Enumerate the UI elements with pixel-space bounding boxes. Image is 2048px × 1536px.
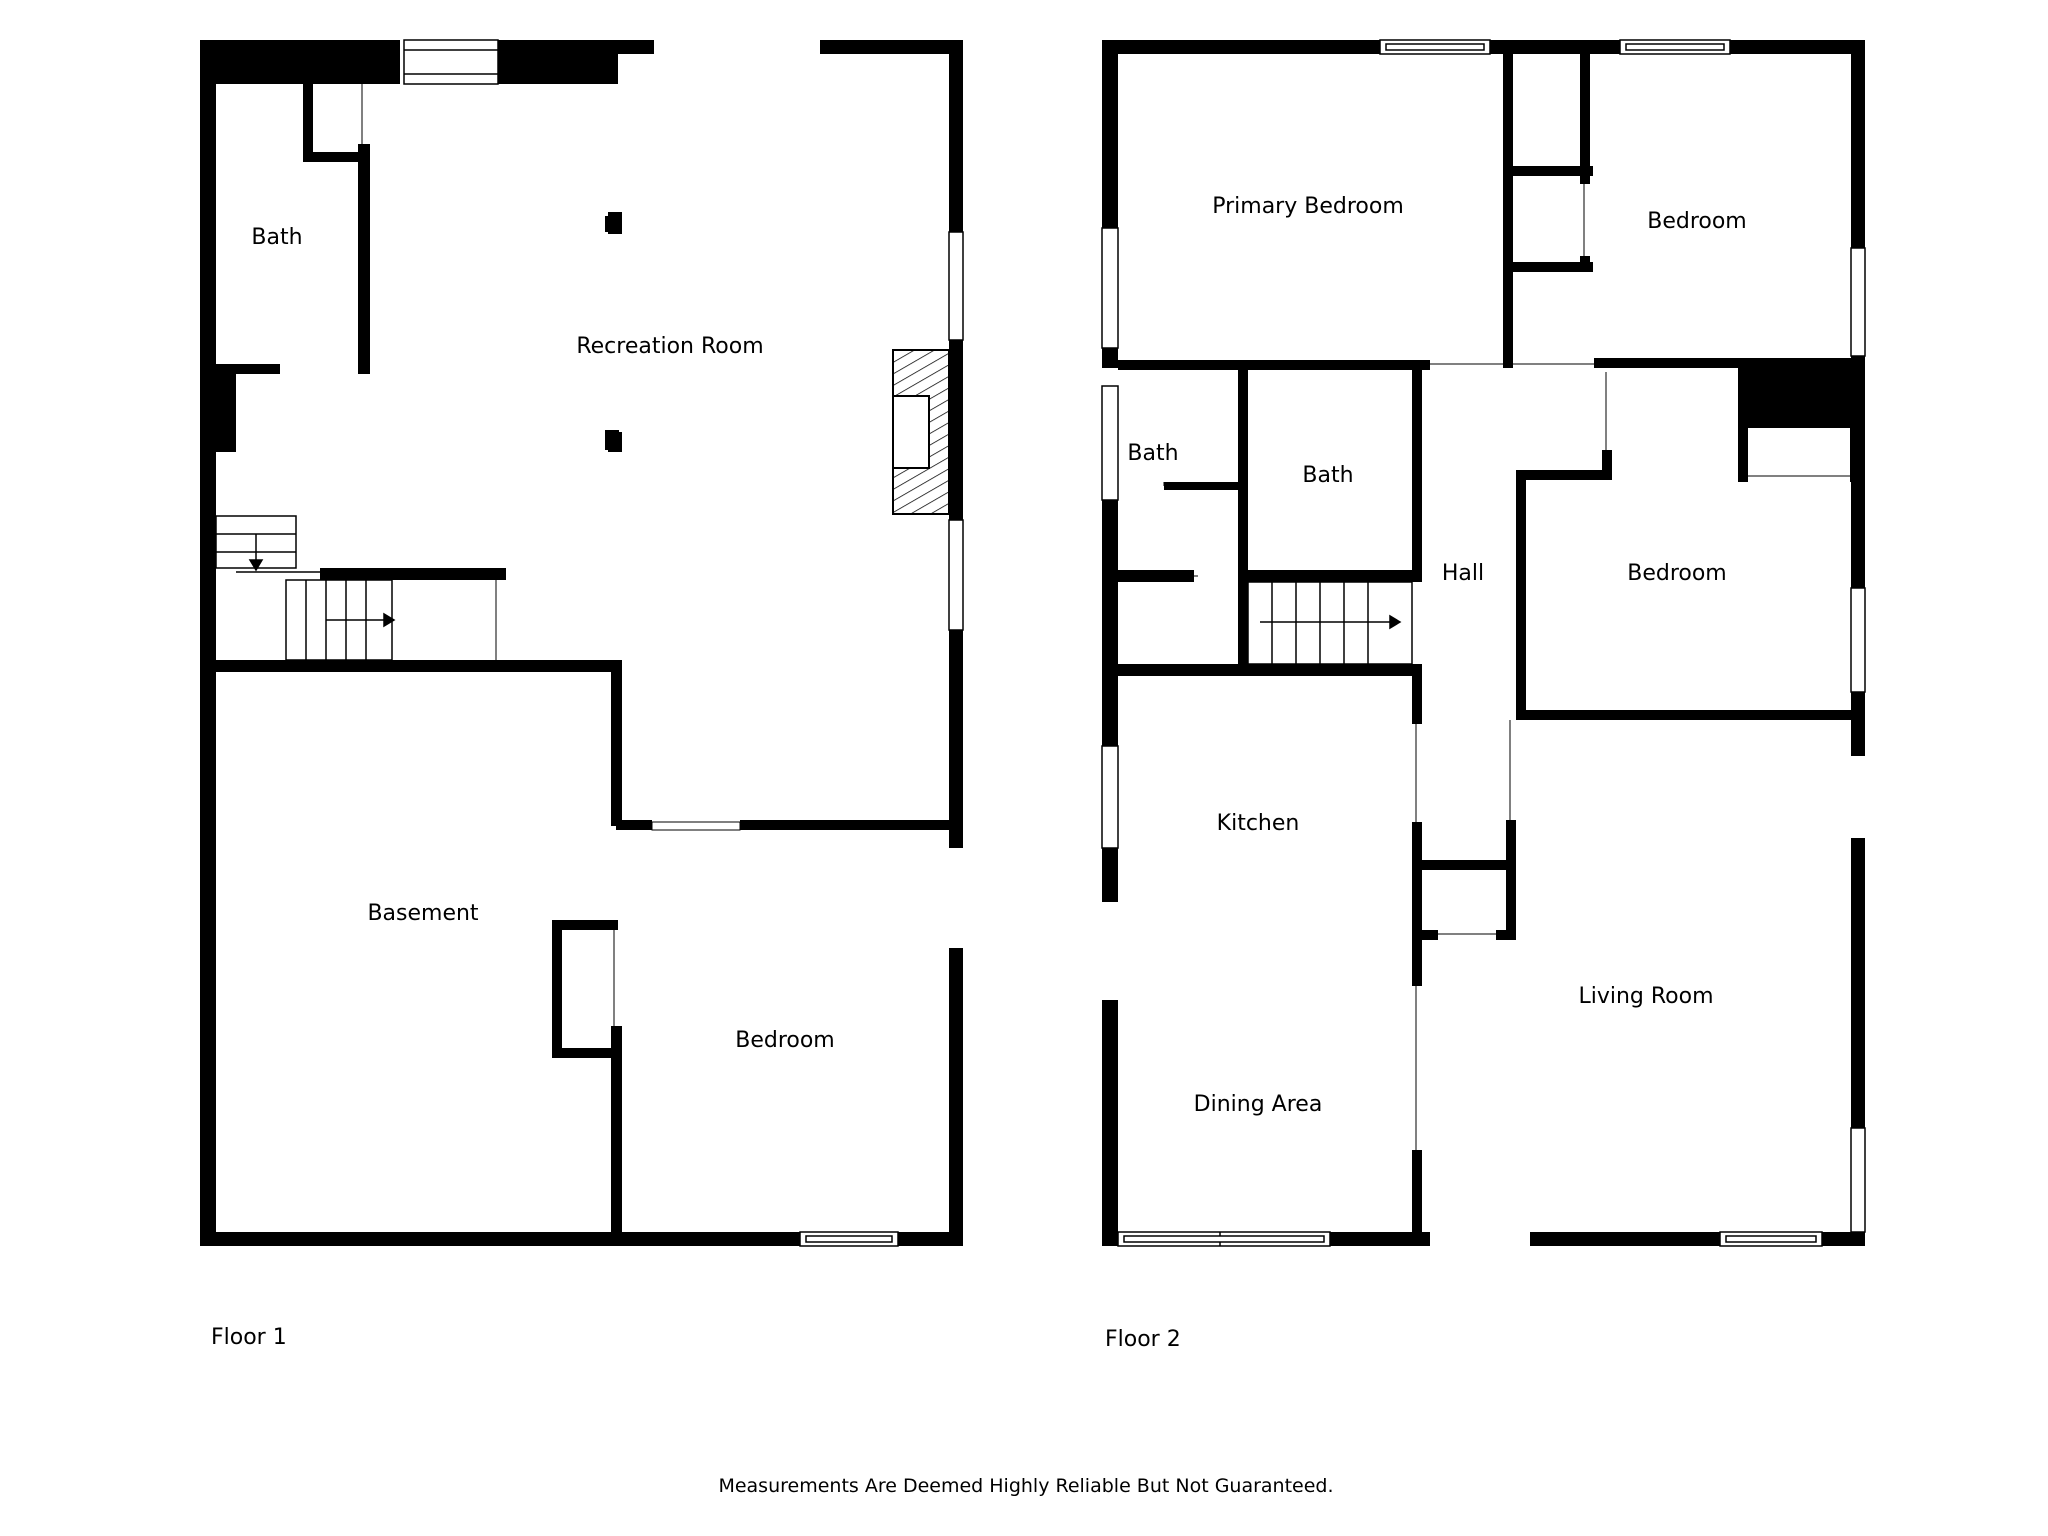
floor-2-windows	[1101, 39, 1866, 1247]
floor-1-label: Floor 1	[211, 1325, 287, 1350]
room-label-recreation-room: Recreation Room	[576, 334, 763, 359]
room-label-bedroom-east: Bedroom	[1627, 561, 1727, 586]
fireplace	[892, 349, 950, 515]
floor-2-interior-walls	[1118, 40, 1865, 1246]
floor-2-plan: Primary Bedroom Bedroom Bath Bath Hall B…	[1101, 39, 1866, 1352]
floor-2-exterior-walls	[1102, 40, 1865, 1246]
floor-1-stairs-lower	[236, 571, 497, 661]
floor-1-door-openings	[361, 84, 741, 1040]
room-label-primary-bedroom: Primary Bedroom	[1212, 194, 1404, 219]
room-label-bath-center: Bath	[1302, 463, 1353, 488]
room-label-hall: Hall	[1442, 561, 1484, 586]
room-label-living-room: Living Room	[1578, 984, 1713, 1009]
floor-1-columns	[608, 212, 622, 452]
floor-1-interior-walls	[216, 84, 963, 1246]
floor-1-exterior-walls	[200, 40, 963, 1246]
room-label-dining-area: Dining Area	[1194, 1092, 1323, 1117]
floor-2-door-openings	[1118, 176, 1850, 1150]
floor-1-plan: Bath Recreation Room Basement Bedroom Fl…	[200, 39, 964, 1350]
floor-2-label: Floor 2	[1105, 1327, 1181, 1352]
room-label-kitchen: Kitchen	[1217, 811, 1300, 836]
room-label-bath: Bath	[251, 225, 302, 250]
disclaimer-text: Measurements Are Deemed Highly Reliable …	[718, 1475, 1333, 1497]
room-label-bedroom: Bedroom	[735, 1028, 835, 1053]
room-label-bath-west: Bath	[1127, 441, 1178, 466]
floor-1-windows	[403, 39, 964, 1247]
room-label-basement: Basement	[367, 901, 478, 926]
room-label-bedroom-ne: Bedroom	[1647, 209, 1747, 234]
floor-1-stairs-upper	[215, 515, 297, 572]
floor-2-stairs	[1247, 581, 1413, 665]
